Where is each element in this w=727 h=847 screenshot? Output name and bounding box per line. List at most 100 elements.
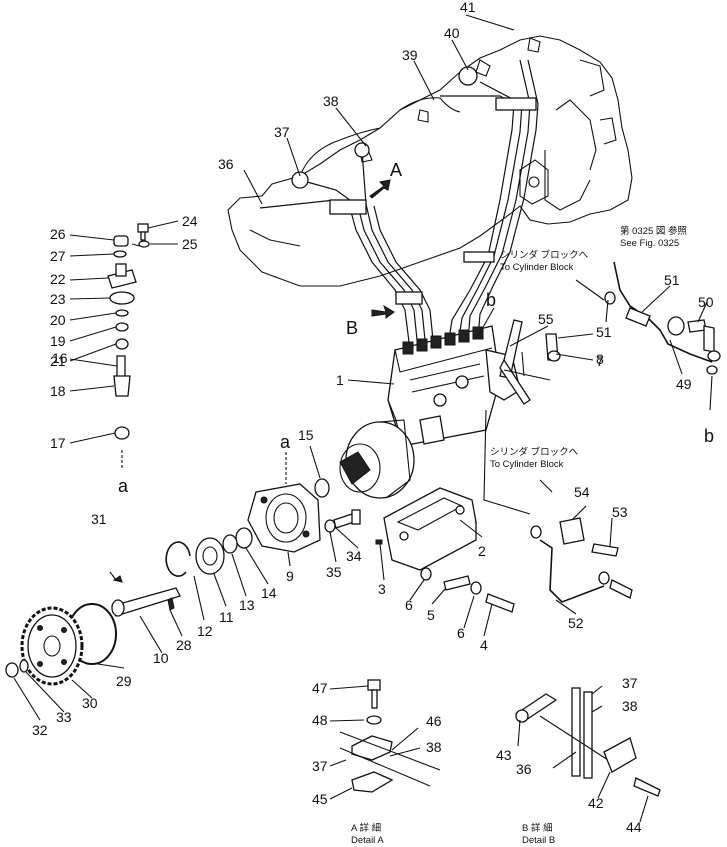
part-label-8: 8 <box>596 351 604 367</box>
view-marker-a: A <box>390 160 402 180</box>
reference-marker-b-bottom: b <box>704 426 714 446</box>
to-cylinder-block-note-2-en: To Cylinder Block <box>490 459 564 470</box>
view-markers: A B a a b b <box>118 160 714 496</box>
part-label: 9 <box>286 568 294 584</box>
part-18-valve <box>113 375 131 397</box>
part-label: 19 <box>50 333 66 349</box>
part-label: 14 <box>261 585 277 601</box>
part-label: 40 <box>444 25 460 41</box>
part-label: 28 <box>176 637 192 653</box>
reference-marker-a-bottom: a <box>118 476 129 496</box>
part-label-16: 16 <box>52 350 68 366</box>
delivery-valve-holders <box>402 326 484 355</box>
part-label: 54 <box>574 484 590 500</box>
part-label: 32 <box>32 722 48 738</box>
part-label: 15 <box>298 427 314 443</box>
return-pipe <box>530 517 633 603</box>
part-label: 42 <box>588 795 604 811</box>
part-label: 47 <box>312 680 328 696</box>
part-26-cap <box>113 235 129 247</box>
view-arrow-b <box>371 304 395 319</box>
injection-pump <box>339 319 531 499</box>
part-label: 22 <box>50 271 66 287</box>
pipe-clamp-mid <box>463 251 495 263</box>
part-label: 37 <box>312 758 328 774</box>
part-label: 48 <box>312 712 328 728</box>
see-fig-note-en: See Fig. 0325 <box>620 238 679 249</box>
part-labels: 41 40 39 38 37 36 24 25 26 27 22 23 20 1… <box>32 0 714 738</box>
pipe-clamp-a <box>329 199 367 215</box>
part-label: 18 <box>50 383 66 399</box>
right-oil-pipe <box>604 261 721 375</box>
pipe-clamp-b <box>395 291 423 305</box>
part-label: 12 <box>197 623 213 639</box>
part-label: 2 <box>478 543 486 559</box>
detail-a <box>329 679 441 800</box>
view-arrows <box>369 179 395 319</box>
lower-fittings <box>420 333 561 613</box>
part-label: 21 <box>50 353 66 369</box>
part-label: 11 <box>219 609 234 625</box>
part-label: 36 <box>218 156 234 172</box>
leader-lines <box>13 14 713 721</box>
detail-b-title-en: Detail B <box>522 835 555 846</box>
part-label: 46 <box>426 713 442 729</box>
part-label: 24 <box>182 213 198 229</box>
part-label: 6 <box>405 597 413 613</box>
part-label: 29 <box>116 673 132 689</box>
part-label: 6 <box>457 625 465 641</box>
part-label: 34 <box>346 548 362 564</box>
part-label: 1 <box>336 372 344 388</box>
view-marker-b: B <box>346 318 358 338</box>
part-label: 10 <box>153 650 169 666</box>
see-fig-note-jp: 第 0325 図 参照 <box>620 225 688 237</box>
part-label: 50 <box>698 294 714 310</box>
part-label: 53 <box>612 504 628 520</box>
part-label: 4 <box>480 637 488 653</box>
to-cylinder-block-note-1-en: To Cylinder Block <box>500 262 574 273</box>
part-label: 52 <box>568 615 584 631</box>
detail-b-title-jp: B 詳 細 <box>522 822 553 834</box>
part-label: 7 <box>596 353 604 369</box>
detail-a-title-en: Detail A <box>351 835 384 846</box>
part-label: 45 <box>312 791 328 807</box>
reference-marker-b-top: b <box>486 290 496 310</box>
part-label: 27 <box>50 248 66 264</box>
part-label: 13 <box>239 597 255 613</box>
part-label: 20 <box>50 312 66 328</box>
part-label: 35 <box>326 564 342 580</box>
to-cylinder-block-note-2-jp: シリンダ ブロックへ <box>490 446 579 458</box>
left-stack-parts <box>107 223 150 440</box>
part-label: 30 <box>82 695 98 711</box>
engine-block-outline <box>227 35 633 287</box>
injection-pipes <box>259 59 539 351</box>
part-label: 38 <box>622 698 638 714</box>
part-label: 51 <box>596 324 612 340</box>
part-label: 41 <box>460 0 476 15</box>
part-label: 25 <box>182 236 198 252</box>
part-label: 39 <box>402 47 418 63</box>
to-cylinder-block-note-1-jp: シリンダ ブロックへ <box>500 249 589 261</box>
pipe-clamp-top <box>495 97 537 111</box>
drive-gear <box>20 606 84 686</box>
part-label: 55 <box>538 311 554 327</box>
notes: 第 0325 図 参照 See Fig. 0325 シリンダ ブロックへ To … <box>490 225 688 470</box>
part-label: 38 <box>426 739 442 755</box>
part-label: 5 <box>427 607 435 623</box>
pump-bracket <box>383 487 477 571</box>
detail-labels: 47 48 46 38 37 45 A 詳 細 Detail A 37 38 4… <box>312 675 642 846</box>
part-label: 33 <box>56 709 72 725</box>
part-label: 17 <box>50 435 66 451</box>
view-arrow-a <box>369 179 391 199</box>
part-label: 51 <box>664 272 680 288</box>
part-label: 38 <box>323 93 339 109</box>
part-label: 3 <box>378 581 386 597</box>
detail-a-title-jp: A 詳 細 <box>351 822 381 834</box>
part-label: 49 <box>676 376 692 392</box>
part-label: 37 <box>622 675 638 691</box>
drive-parts <box>5 478 383 686</box>
part-label: 36 <box>516 761 532 777</box>
part-label: 26 <box>50 226 66 242</box>
part-label: 31 <box>91 511 107 527</box>
